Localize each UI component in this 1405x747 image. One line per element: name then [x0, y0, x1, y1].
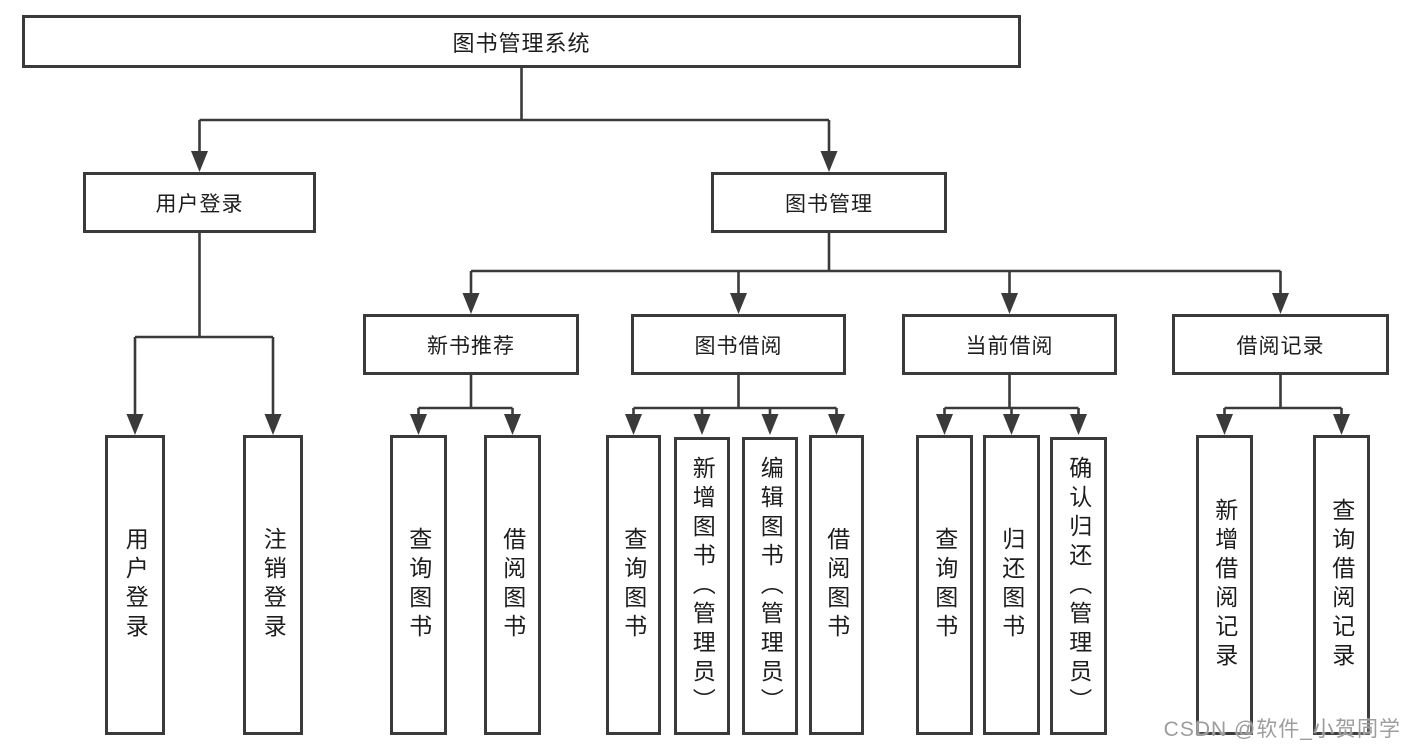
connector-user-login-children — [126, 233, 282, 435]
node-book-mgmt: 图书管理 — [711, 172, 947, 233]
node-cb-confirm: 确认归还（管理员） — [1050, 437, 1107, 735]
leaf-label: 查询图书 — [405, 527, 432, 643]
node-bb-add: 新增图书（管理员） — [674, 437, 730, 735]
node-bb-query: 查询图书 — [606, 435, 661, 735]
leaf-label: 用户登录 — [122, 527, 149, 643]
node-bb-edit: 编辑图书（管理员） — [742, 437, 798, 735]
leaf-label: 借阅图书 — [823, 527, 850, 643]
node-br-add: 新增借阅记录 — [1196, 435, 1253, 735]
node-bb-borrow: 借阅图书 — [809, 435, 864, 735]
connector-new-book-rec-children — [410, 375, 521, 435]
connector-current-borrow-children — [936, 375, 1087, 435]
connector-book-borrow-children — [625, 375, 845, 435]
csdn-watermark: CSDN @软件_小贺同学 — [1163, 718, 1401, 741]
connector-root-to-level2 — [191, 68, 838, 172]
leaf-label: 确认归还（管理员） — [1065, 455, 1092, 717]
leaf-label: 新增借阅记录 — [1211, 498, 1238, 672]
leaf-label: 新增图书（管理员） — [689, 455, 716, 717]
node-cb-query: 查询图书 — [916, 435, 973, 735]
node-leaf-user-login: 用户登录 — [105, 435, 165, 735]
node-root: 图书管理系统 — [22, 15, 1021, 68]
leaf-label: 查询图书 — [931, 527, 958, 643]
connector-book-mgmt-children — [462, 233, 1289, 314]
leaf-label: 查询借阅记录 — [1328, 498, 1355, 672]
node-br-query: 查询借阅记录 — [1313, 435, 1370, 735]
node-user-login: 用户登录 — [83, 172, 316, 233]
node-new-book-rec: 新书推荐 — [363, 314, 579, 375]
node-current-borrow: 当前借阅 — [902, 314, 1117, 375]
leaf-label: 借阅图书 — [499, 527, 526, 643]
connector-borrow-record-children — [1216, 375, 1350, 435]
leaf-label: 编辑图书（管理员） — [757, 455, 784, 717]
leaf-label: 归还图书 — [998, 527, 1025, 643]
node-leaf-logout: 注销登录 — [243, 435, 303, 735]
node-book-borrow: 图书借阅 — [631, 314, 846, 375]
node-cb-return: 归还图书 — [983, 435, 1040, 735]
node-nbr-borrow: 借阅图书 — [484, 435, 541, 735]
leaf-label: 查询图书 — [620, 527, 647, 643]
leaf-label: 注销登录 — [260, 527, 287, 643]
node-nbr-query: 查询图书 — [390, 435, 447, 735]
node-borrow-record: 借阅记录 — [1172, 314, 1389, 375]
